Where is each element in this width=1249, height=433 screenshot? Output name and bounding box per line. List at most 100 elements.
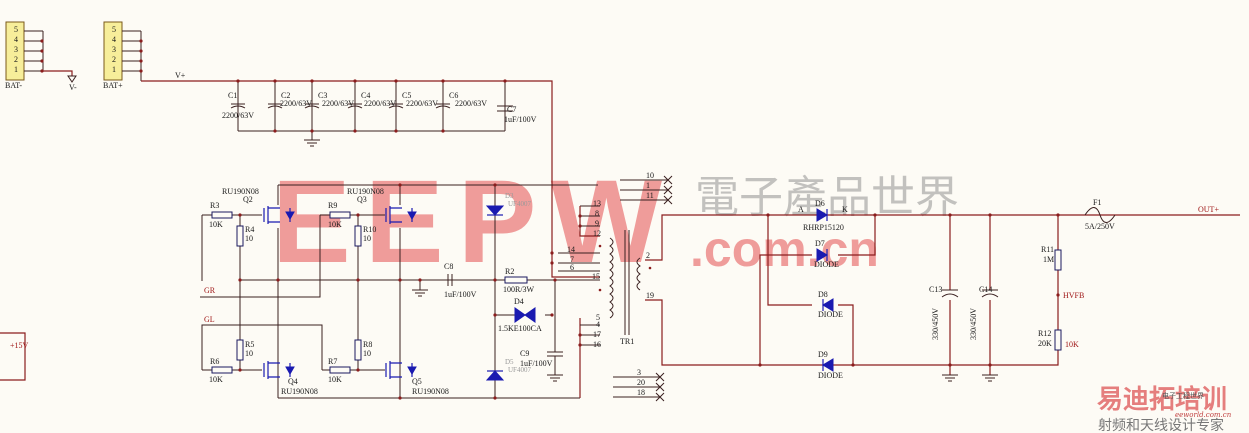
- connector-bat-pos: 5 4 3 2 1 BAT+: [103, 21, 142, 90]
- label-input_caps-3-value: 2200/63V: [364, 99, 396, 108]
- label-mosfets-q3-ref: Q3: [357, 195, 367, 204]
- label-caps-c9-value: 1uF/100V: [520, 359, 553, 368]
- label-resistors-r2-ref: R2: [505, 267, 514, 276]
- label-resistors-r9-ref: R9: [328, 201, 337, 210]
- logo-text: 易迪拓培训: [1097, 385, 1227, 415]
- label-connectors-bat_pos-pins-0: 5: [112, 25, 116, 34]
- label-transformer-pri_pins_mid-2: 6: [570, 263, 574, 272]
- logo-site: eeworld.com.cn: [1175, 411, 1232, 419]
- label-transformer-sec_pins-1: 19: [646, 291, 654, 300]
- label-transformer-nc_top-0: 10: [646, 171, 654, 180]
- label-input_caps-1-value: 2200/63V: [280, 99, 312, 108]
- label-input_caps-6-ref: C7: [507, 105, 516, 114]
- label-transformer-pri_pins_top-0: 13: [593, 199, 601, 208]
- label-mosfets-q2-part: RU190N08: [222, 187, 259, 196]
- label-input_caps-4-value: 2200/63V: [406, 99, 438, 108]
- label-diodes-d4-ref: D4: [514, 297, 524, 306]
- label-connectors-bat_neg-pins-4: 1: [14, 65, 18, 74]
- label-resistors-r8-value: 10: [363, 349, 371, 358]
- label-diodes-d9-ref: D9: [818, 350, 828, 359]
- label-diodes-d3-part: UF4007: [508, 200, 531, 208]
- watermark-brand: EEPW: [272, 156, 663, 288]
- label-connectors-bat_neg-pins-0: 5: [14, 25, 18, 34]
- label-resistors-r4-ref: R4: [245, 225, 254, 234]
- label-caps-c13-value: 330/450V: [931, 308, 940, 340]
- label-transformer-pri_pins_mid-0: 14: [567, 245, 575, 254]
- label-caps-c13-ref: C13: [929, 285, 942, 294]
- label-transformer-ref: TR1: [620, 337, 634, 346]
- label-diodes-d8-part: DIODE: [818, 310, 843, 319]
- label-transformer-pri_pins_mid-1: 7: [570, 255, 574, 264]
- label-transformer-nc_bot-1: 20: [637, 378, 645, 387]
- label-nets-gl: GL: [204, 315, 215, 324]
- label-resistors-r9-value: 10K: [328, 220, 342, 229]
- label-caps-c14-value: 330/450V: [969, 308, 978, 340]
- label-fuse-ref: F1: [1093, 198, 1101, 207]
- label-diodes-d8-ref: D8: [818, 290, 828, 299]
- label-resistors-r10-ref: R10: [363, 225, 376, 234]
- label-input_caps-5-ref: C6: [449, 91, 458, 100]
- logo-sub: 射频和天线设计专家: [1098, 417, 1224, 433]
- label-resistors-r10-value: 10: [363, 234, 371, 243]
- label-mosfets-q4-part: RU190N08: [281, 387, 318, 396]
- label-fuse-value: 5A/250V: [1085, 222, 1115, 231]
- label-caps-c9-ref: C9: [520, 349, 529, 358]
- label-resistors-r5-value: 10: [245, 349, 253, 358]
- label-nets-hvfb: HVFB: [1063, 291, 1084, 300]
- label-resistors-r6-ref: R6: [210, 357, 219, 366]
- label-transformer-nc_top-1: 1: [646, 181, 650, 190]
- junctions: [40, 39, 1060, 400]
- net-out: OUT+: [1198, 205, 1219, 214]
- label-connectors-bat_pos-pins-1: 4: [112, 35, 116, 44]
- label-diodes-d3-ref: D3: [505, 192, 514, 200]
- label-resistors-r3-value: 10K: [209, 220, 223, 229]
- label-transformer-nc_bot-0: 3: [637, 368, 641, 377]
- label-resistors-r3-ref: R3: [210, 201, 219, 210]
- label-transformer-pri_pins_bot-1: 17: [593, 330, 601, 339]
- transformer-tr1: 13 8 9 12 14 7 6 15 5 4 17 16 TR1 2 19 1…: [558, 171, 668, 398]
- label-resistors-r11-value: 1M: [1043, 255, 1054, 264]
- logo-small: 电子工程世界: [1162, 391, 1204, 400]
- label-resistors-r11-ref: R11: [1041, 245, 1054, 254]
- label-resistors-r12-note: 10K: [1065, 340, 1079, 349]
- label-connectors-bat_pos-pins-3: 2: [112, 55, 116, 64]
- label-diodes-d9-part: DIODE: [818, 371, 843, 380]
- label-transformer-nc_bot-2: 18: [637, 388, 645, 397]
- label-mosfets-q2-ref: Q2: [243, 195, 253, 204]
- label-resistors-r12-ref: R12: [1038, 329, 1051, 338]
- label-transformer-pri_pins_bot-0: 4: [596, 320, 600, 329]
- label-transformer-pin5: 5: [596, 313, 600, 322]
- label-resistors-r6-value: 10K: [209, 375, 223, 384]
- label-transformer-pri_pins_bot-2: 16: [593, 340, 601, 349]
- label-transformer-pri_pins_top-3: 12: [593, 229, 601, 238]
- label-input_caps-0-ref: C1: [228, 91, 237, 100]
- label-resistors-r2-value: 100R/3W: [503, 285, 535, 294]
- label-input_caps-2-value: 2200/63V: [322, 99, 354, 108]
- net-15v: +15V: [10, 341, 29, 350]
- label-connectors-bat_pos-name: BAT+: [103, 81, 123, 90]
- label-diodes-d7-part: DIODE: [814, 260, 839, 269]
- no-connect-marks: [655, 175, 673, 402]
- label-diodes-d6-ref: D6: [815, 199, 825, 208]
- label-nets-vminus: V-: [69, 83, 77, 92]
- label-nets-gr: GR: [204, 286, 216, 295]
- label-mosfets-q3-part: RU190N08: [347, 187, 384, 196]
- label-mosfets-q5-part: RU190N08: [412, 387, 449, 396]
- label-connectors-bat_neg-pins-2: 3: [14, 45, 18, 54]
- label-input_caps-0-value: 2200/63V: [222, 111, 254, 120]
- label-diodes-d6-a: A: [798, 205, 804, 214]
- label-mosfets-q5-ref: Q5: [412, 377, 422, 386]
- label-input_caps-2-ref: C3: [318, 91, 327, 100]
- label-input_caps-1-ref: C2: [281, 91, 290, 100]
- label-resistors-r8-ref: R8: [363, 340, 372, 349]
- net-vplus: V+: [175, 71, 186, 80]
- label-diodes-d6-part: RHRP15120: [803, 223, 844, 232]
- label-connectors-bat_pos-pins-4: 1: [112, 65, 116, 74]
- label-diodes-d6-k: K: [842, 205, 848, 214]
- label-connectors-bat_neg-name: BAT-: [5, 81, 22, 90]
- label-diodes-d7-ref: D7: [815, 239, 825, 248]
